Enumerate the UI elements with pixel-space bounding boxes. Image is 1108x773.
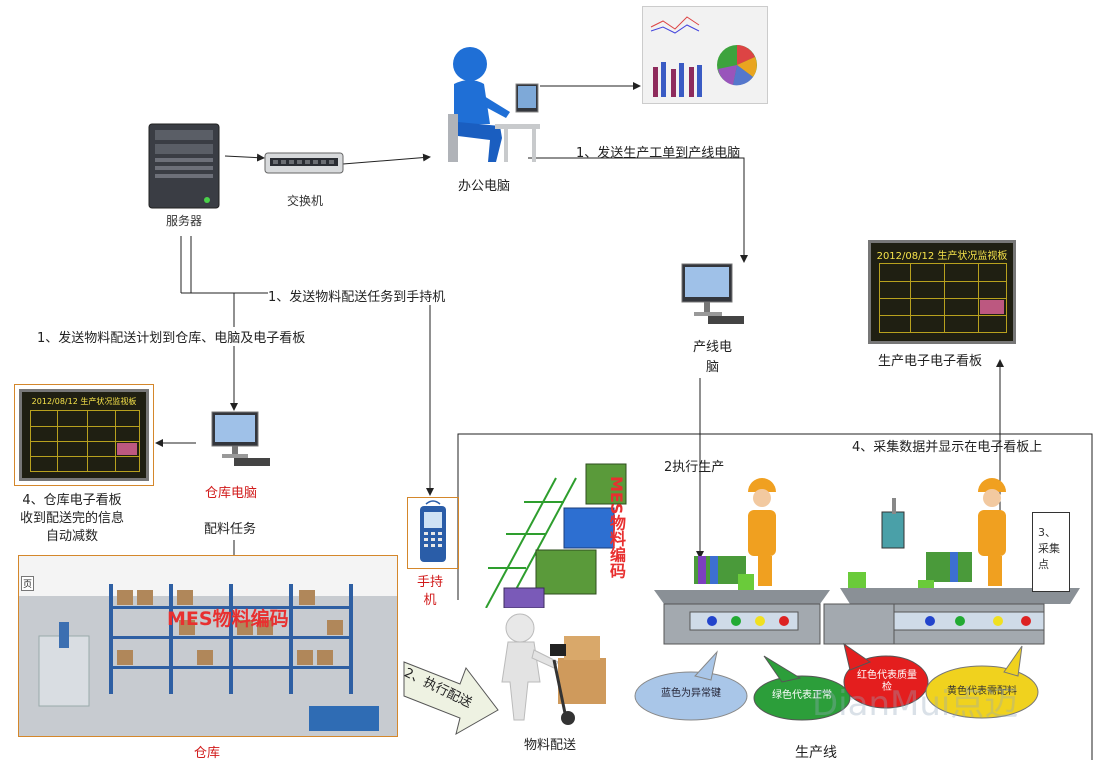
switch-label: 交换机 bbox=[287, 194, 324, 208]
warehouse-pc-icon bbox=[204, 410, 274, 470]
watermark: DianMui点迈 bbox=[812, 684, 1019, 724]
bubble-green: 绿色代表正常 bbox=[752, 646, 852, 724]
server-label: 服务器 bbox=[166, 214, 203, 228]
warehouse-pc-label: 仓库电脑 bbox=[205, 486, 258, 501]
bubble-blue: 蓝色为异常键 bbox=[633, 646, 749, 724]
bubble-red-text: 红色代表质量 检 bbox=[857, 670, 917, 693]
material-rack: MES物料编码 bbox=[466, 458, 636, 609]
line-board-label: 生产电子电子看板 bbox=[878, 354, 983, 369]
collection-point-box: 3、 采集 点 bbox=[1032, 512, 1070, 592]
delivery-person-icon bbox=[488, 610, 628, 728]
collection-point-label: 3、 采集 点 bbox=[1038, 526, 1060, 571]
material-delivery-label: 物料配送 bbox=[524, 738, 577, 753]
office-person-icon bbox=[440, 44, 545, 169]
warehouse-board-note: 4、仓库电子看板 收到配送完的信息 自动减数 bbox=[20, 493, 125, 544]
line-pc-icon bbox=[678, 262, 748, 326]
handheld-icon bbox=[420, 500, 446, 562]
flow-send-plan: 1、发送物料配送计划到仓库、电脑及电子看板 bbox=[37, 327, 306, 346]
flow-collect-display: 4、采集数据并显示在电子看板上 bbox=[852, 440, 1043, 455]
warehouse-electronic-board: 2012/08/12 生产状况监视板 bbox=[19, 389, 149, 481]
production-workers bbox=[650, 470, 1090, 645]
line-board-title: 2012/08/12 生产状况监视板 bbox=[876, 251, 1008, 262]
switch-icon bbox=[264, 150, 344, 176]
warehouse-image: MES物料编码 页 bbox=[18, 555, 398, 737]
corner-mark: 页 bbox=[21, 576, 35, 591]
office-pc-label: 办公电脑 bbox=[458, 179, 511, 194]
mes-code-warehouse: MES物料编码 bbox=[167, 608, 289, 630]
warehouse-board-frame: 2012/08/12 生产状况监视板 bbox=[14, 384, 154, 486]
bubble-green-text: 绿色代表正常 bbox=[772, 690, 832, 701]
warehouse-label: 仓库 bbox=[194, 746, 221, 761]
line-to-warehouse-pc bbox=[181, 292, 238, 411]
server-icon bbox=[147, 122, 221, 210]
bubble-red: 红色代表质量 检 bbox=[840, 640, 930, 720]
flow-send-task-handheld: 1、发送物料配送任务到手持机 bbox=[268, 286, 446, 305]
line-office-linepc bbox=[528, 157, 748, 263]
handheld-label: 手持 机 bbox=[417, 575, 444, 608]
bubble-yellow: 黄色代表需配料 bbox=[922, 642, 1042, 724]
line-pc-label: 产线电 脑 bbox=[693, 340, 733, 375]
bubble-yellow-text: 黄色代表需配料 bbox=[947, 686, 1017, 697]
report-chart-image bbox=[642, 6, 768, 104]
flow-execute-production: 2执行生产 bbox=[664, 460, 725, 475]
line-server-switch bbox=[224, 153, 265, 162]
line-electronic-board: 2012/08/12 生产状况监视板 bbox=[868, 240, 1016, 344]
execute-delivery-arrow bbox=[400, 648, 500, 738]
line-switch-office bbox=[342, 153, 431, 165]
production-line-label: 生产线 bbox=[795, 745, 837, 761]
handheld-frame bbox=[407, 497, 459, 569]
flow-send-work-order: 1、发送生产工单到产线电脑 bbox=[576, 146, 741, 161]
mes-code-rack: MES物料编码 bbox=[607, 476, 626, 579]
line-board-grid bbox=[879, 263, 1007, 333]
bubble-blue-text: 蓝色为异常键 bbox=[661, 688, 721, 699]
picking-task-label: 配料任务 bbox=[204, 522, 257, 537]
